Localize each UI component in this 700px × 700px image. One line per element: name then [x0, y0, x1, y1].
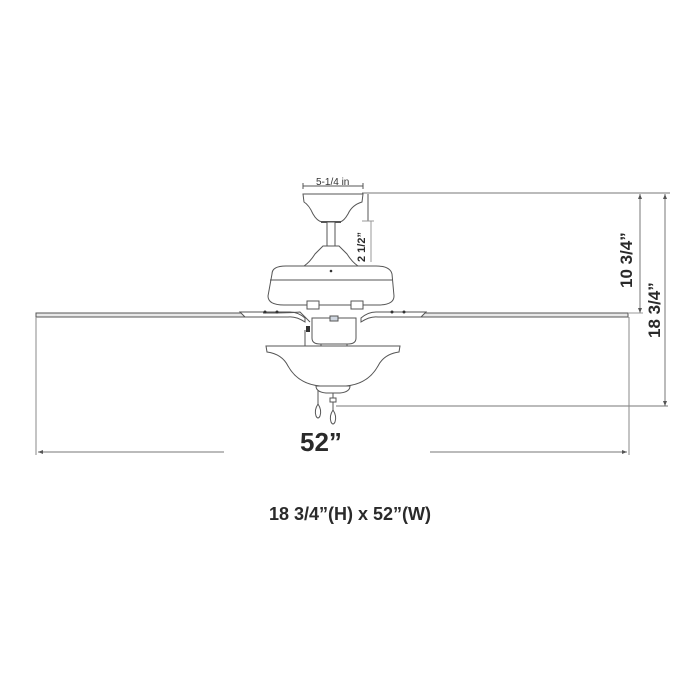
- downrod-height-label: 2 1/2”: [356, 232, 368, 262]
- ceiling-to-blade-label: 10 3/4”: [617, 232, 636, 288]
- pull-chain-icon: [314, 390, 337, 425]
- fan-blades-icon: [35, 310, 629, 323]
- dimension-caption: 18 3/4”(H) x 52”(W): [268, 504, 432, 524]
- motor-housing-icon: [267, 265, 395, 306]
- overall-height-label: 18 3/4”: [645, 282, 664, 338]
- switch-housing-icon: [304, 315, 357, 349]
- canopy-width-label: 5-1/4 in: [316, 177, 350, 188]
- downrod-icon: [326, 221, 336, 247]
- blade-span-label: 52”: [300, 427, 342, 457]
- light-bowl-icon: [265, 345, 401, 394]
- canopy-icon: [302, 193, 364, 223]
